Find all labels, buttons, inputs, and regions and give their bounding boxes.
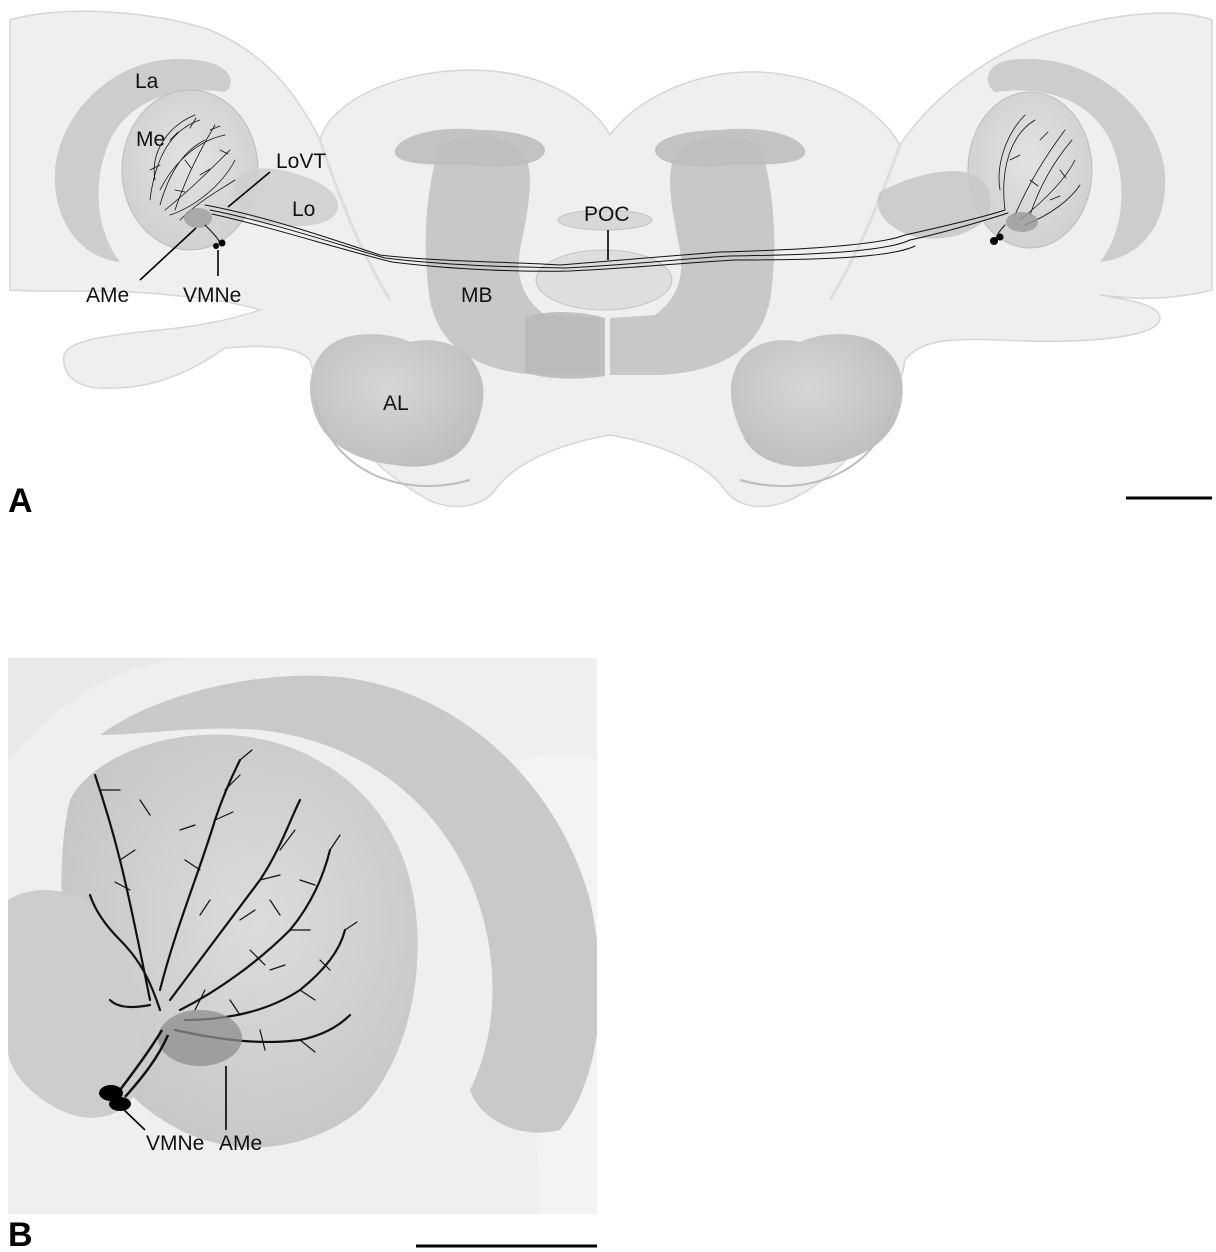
panel-b: VMNe AMe B — [8, 658, 600, 1252]
label-lo: Lo — [292, 198, 315, 221]
label-al: AL — [383, 392, 409, 415]
label-la: La — [135, 70, 159, 93]
label-me: Me — [136, 128, 165, 151]
ame-b — [158, 1010, 242, 1066]
label-vmne-b: VMNe — [146, 1132, 204, 1155]
central-body — [536, 250, 672, 310]
label-mb: MB — [461, 284, 493, 307]
ame-right — [1006, 212, 1038, 232]
label-ame: AMe — [86, 284, 129, 307]
antennal-lobe-right — [731, 334, 903, 467]
label-lovt: LoVT — [276, 150, 326, 173]
label-vmne: VMNe — [183, 284, 241, 307]
vmne-soma-left — [213, 243, 219, 249]
label-ame-b: AMe — [219, 1132, 262, 1155]
medial-lobes — [525, 312, 605, 379]
panel-a: La Me LoVT Lo POC AMe VMNe MB AL A — [8, 11, 1212, 520]
panel-letter-b: B — [8, 1216, 33, 1252]
vmne-soma-b — [109, 1097, 131, 1111]
ame-left — [184, 208, 212, 228]
label-poc: POC — [584, 203, 630, 226]
panel-letter-a: A — [8, 482, 33, 520]
